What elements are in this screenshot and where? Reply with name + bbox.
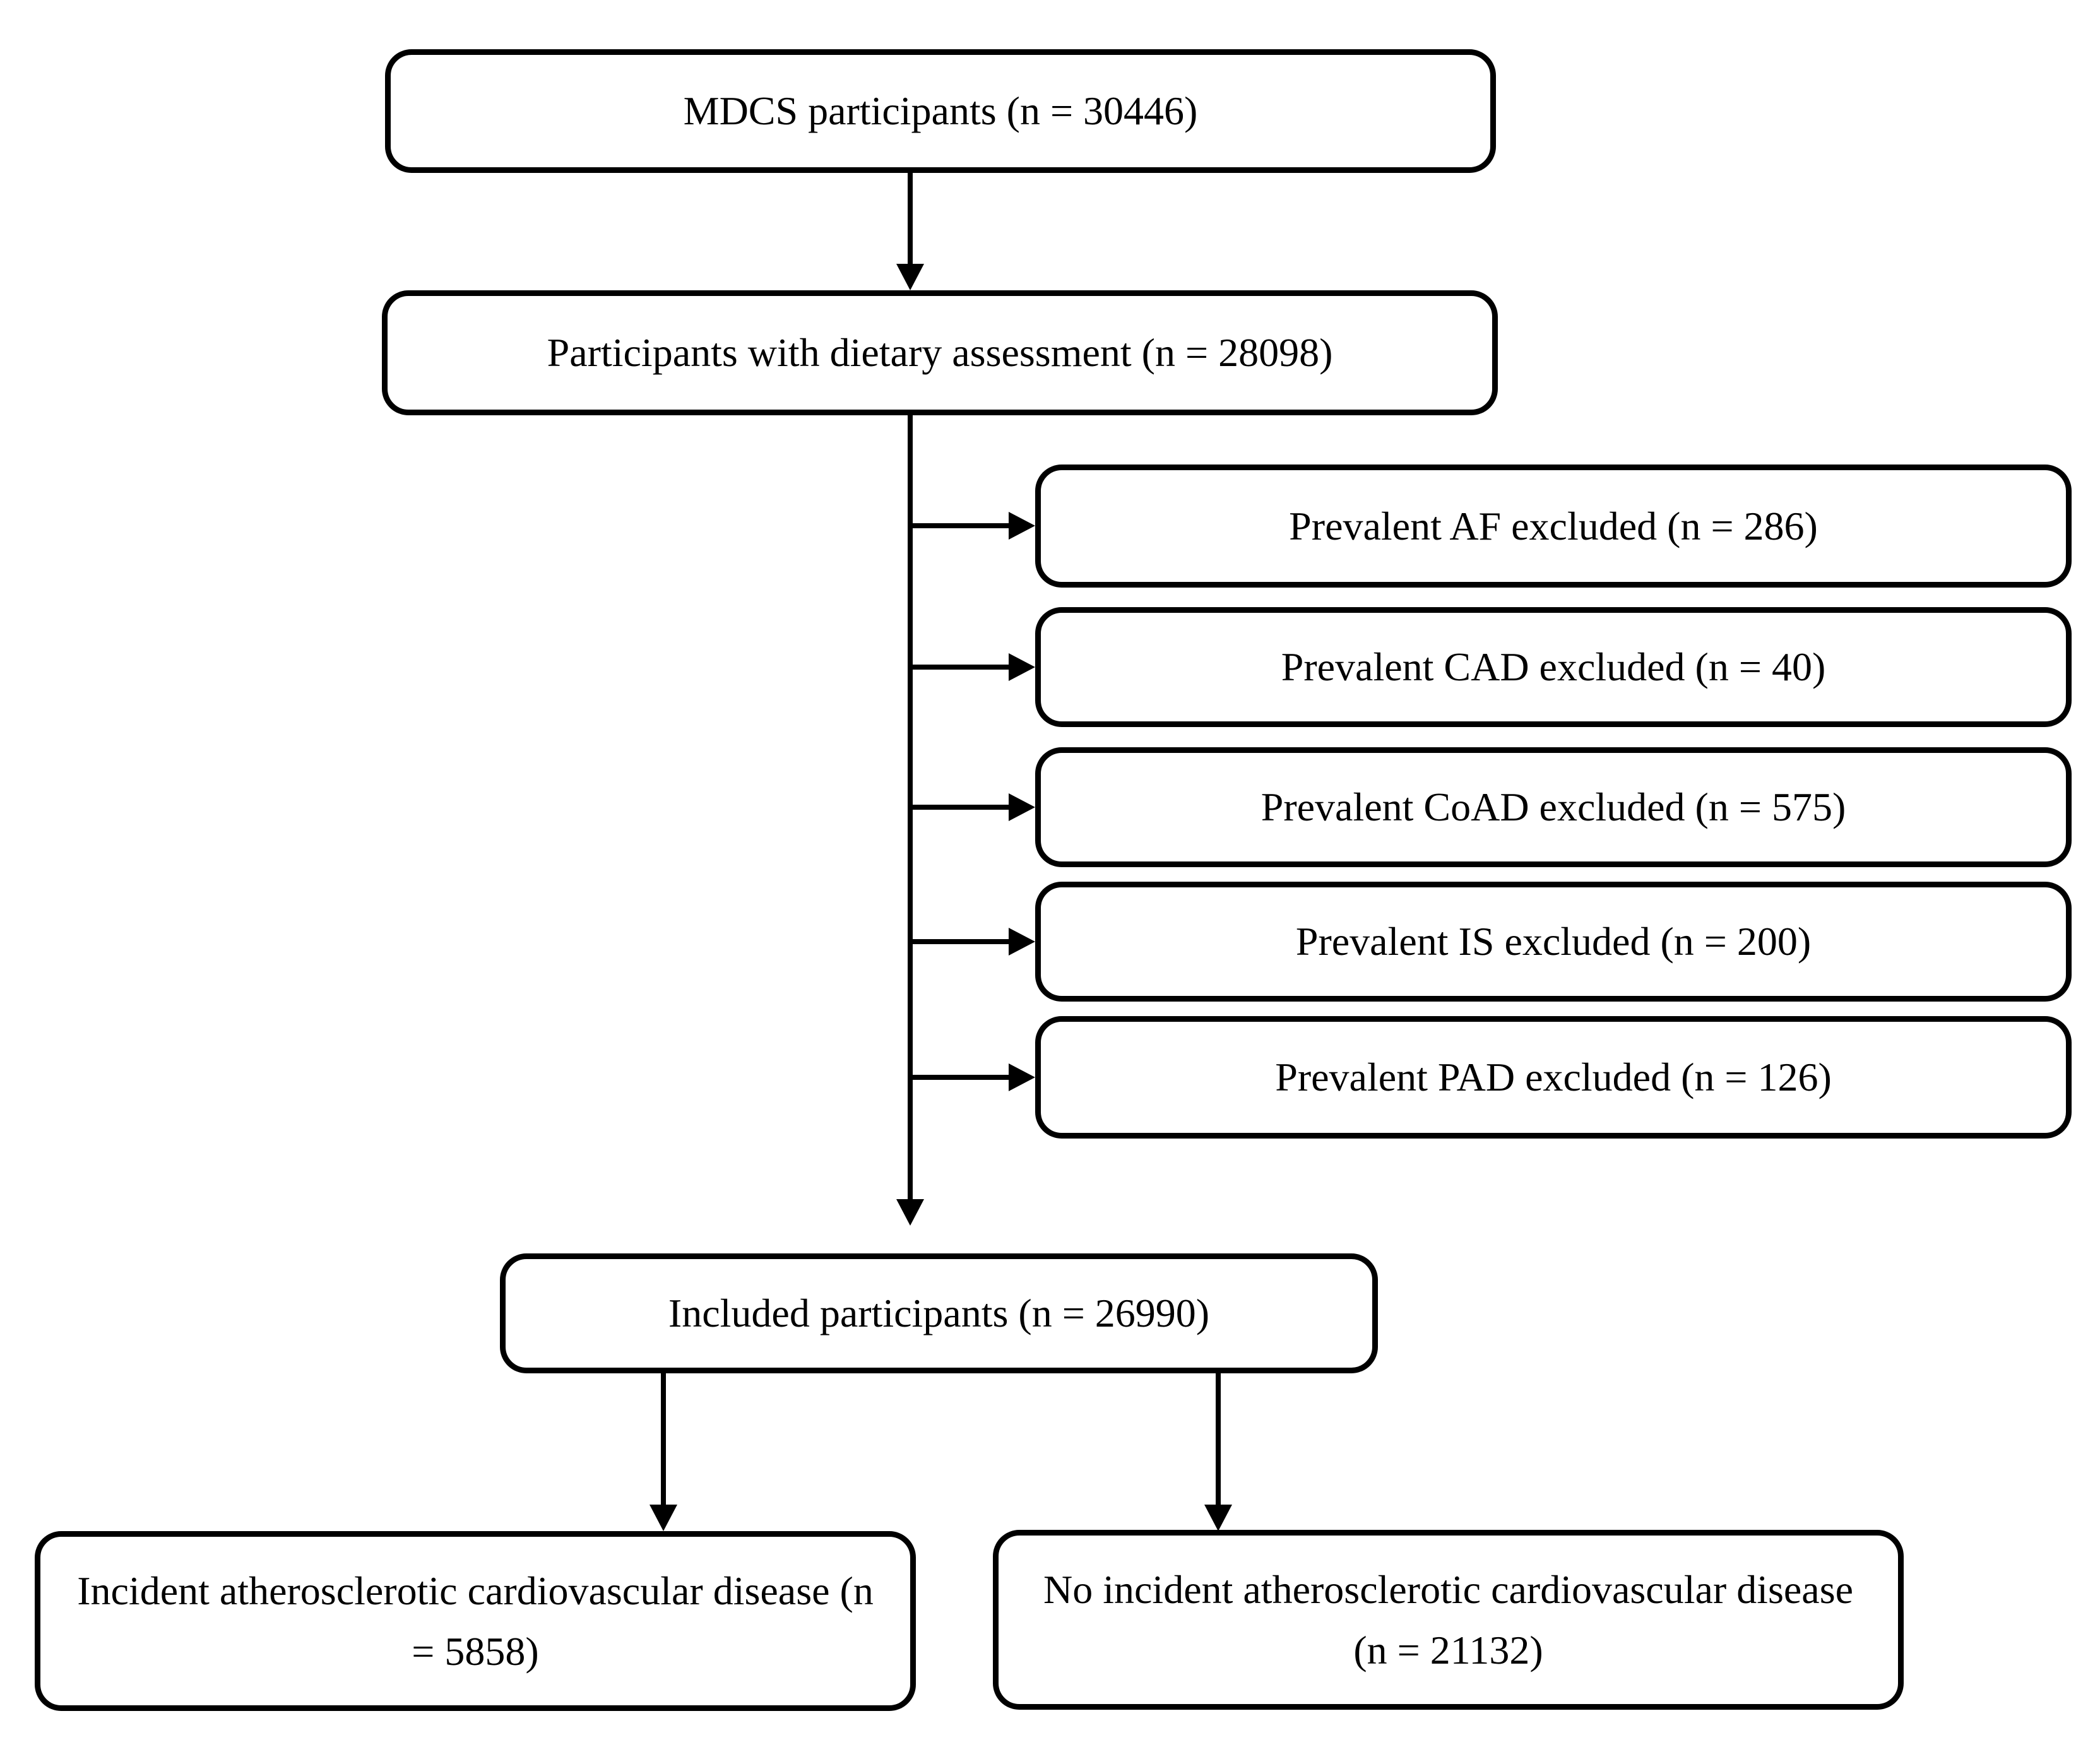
node-dietary-assessment: Participants with dietary assessment (n …: [382, 290, 1498, 415]
node-label: Prevalent IS excluded (n = 200): [1295, 919, 1812, 964]
node-included-participants: Included participants (n = 26990): [500, 1253, 1378, 1373]
arrow-included-to-no-incident: [1204, 1373, 1232, 1531]
arrow-branch-coad: [910, 793, 1035, 821]
arrow-branch-af: [910, 512, 1035, 540]
arrowhead-down-icon: [896, 264, 924, 290]
node-label: Included participants (n = 26990): [668, 1291, 1210, 1335]
node-incident-ascvd: Incident atherosclerotic cardiovascular …: [35, 1531, 916, 1711]
arrow-mdcs-to-dietary: [896, 172, 924, 290]
arrowhead-down-icon: [650, 1505, 677, 1531]
arrowhead-down-icon: [1204, 1505, 1232, 1531]
arrowhead-right-icon: [1009, 1063, 1035, 1091]
node-label: Prevalent AF excluded (n = 286): [1289, 503, 1818, 548]
node-label: Prevalent PAD excluded (n = 126): [1275, 1055, 1832, 1099]
node-label: Prevalent CoAD excluded (n = 575): [1261, 784, 1846, 829]
node-mdcs-participants: MDCS participants (n = 30446): [385, 49, 1496, 173]
arrow-dietary-to-included: [896, 414, 924, 1226]
arrowhead-right-icon: [1009, 928, 1035, 956]
node-label: Participants with dietary assessment (n …: [547, 330, 1333, 375]
arrow-branch-is: [910, 928, 1035, 956]
node-prevalent-pad-excluded: Prevalent PAD excluded (n = 126): [1035, 1016, 2072, 1139]
arrow-included-to-incident: [650, 1373, 677, 1531]
node-prevalent-is-excluded: Prevalent IS excluded (n = 200): [1035, 882, 2072, 1002]
node-no-incident-ascvd: No incident atherosclerotic cardiovascul…: [993, 1530, 1904, 1710]
node-label: Incident atherosclerotic cardiovascular …: [77, 1568, 874, 1674]
arrow-branch-cad: [910, 653, 1035, 681]
arrowhead-down-icon: [896, 1199, 924, 1226]
arrow-branch-pad: [910, 1063, 1035, 1091]
arrowhead-right-icon: [1009, 793, 1035, 821]
node-label: Prevalent CAD excluded (n = 40): [1281, 644, 1826, 689]
node-prevalent-af-excluded: Prevalent AF excluded (n = 286): [1035, 465, 2072, 588]
node-prevalent-cad-excluded: Prevalent CAD excluded (n = 40): [1035, 607, 2072, 727]
arrowhead-right-icon: [1009, 512, 1035, 540]
node-label: No incident atherosclerotic cardiovascul…: [1043, 1566, 1853, 1672]
arrowhead-right-icon: [1009, 653, 1035, 681]
node-label: MDCS participants (n = 30446): [683, 88, 1198, 133]
node-prevalent-coad-excluded: Prevalent CoAD excluded (n = 575): [1035, 747, 2072, 867]
